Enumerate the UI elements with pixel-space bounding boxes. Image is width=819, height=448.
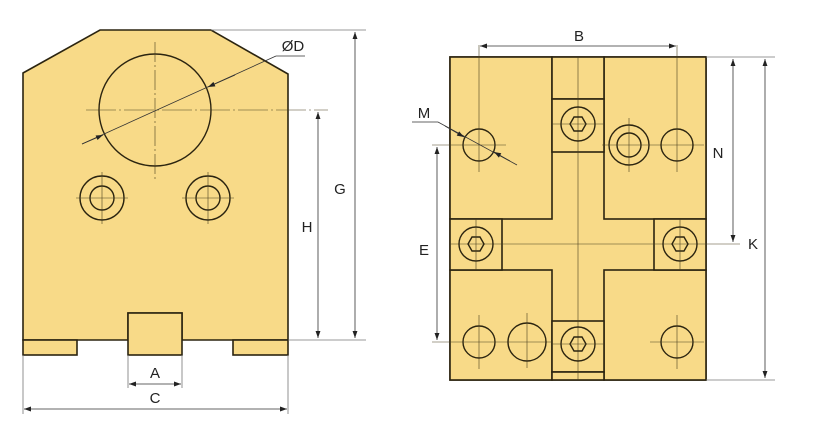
label-e: E: [419, 242, 429, 259]
left-foot: [22, 339, 78, 356]
counterbore-hole-right: [182, 172, 234, 224]
block-bottom-right: [603, 269, 707, 381]
hole-top-left: [432, 45, 506, 172]
center-key: [127, 312, 183, 356]
label-g: G: [334, 181, 346, 198]
label-a: A: [150, 365, 160, 382]
hole-bottom-left-large: [507, 313, 547, 368]
right-foot: [232, 339, 289, 356]
socket-screw-right: [662, 219, 698, 270]
side-view: ØD G H A C: [22, 29, 366, 414]
label-c: C: [150, 390, 161, 407]
counterbore-hole-left: [76, 172, 128, 224]
label-m: M: [418, 105, 431, 122]
socket-screw-bottom: [552, 326, 604, 362]
label-k: K: [748, 236, 758, 253]
side-body: [22, 29, 289, 341]
label-diameter-d: ØD: [282, 38, 305, 55]
label-b: B: [574, 28, 584, 45]
socket-screw-left: [458, 219, 494, 270]
top-view: B M N K E: [412, 28, 775, 381]
block-top-right: [603, 56, 707, 220]
label-n: N: [713, 145, 724, 162]
hole-top-right: [660, 45, 694, 172]
label-h: H: [302, 219, 313, 236]
hole-bottom-right: [650, 315, 704, 369]
counterbore-top-right: [602, 118, 704, 172]
socket-screw-top: [552, 106, 604, 142]
hole-bottom-left: [432, 315, 552, 369]
